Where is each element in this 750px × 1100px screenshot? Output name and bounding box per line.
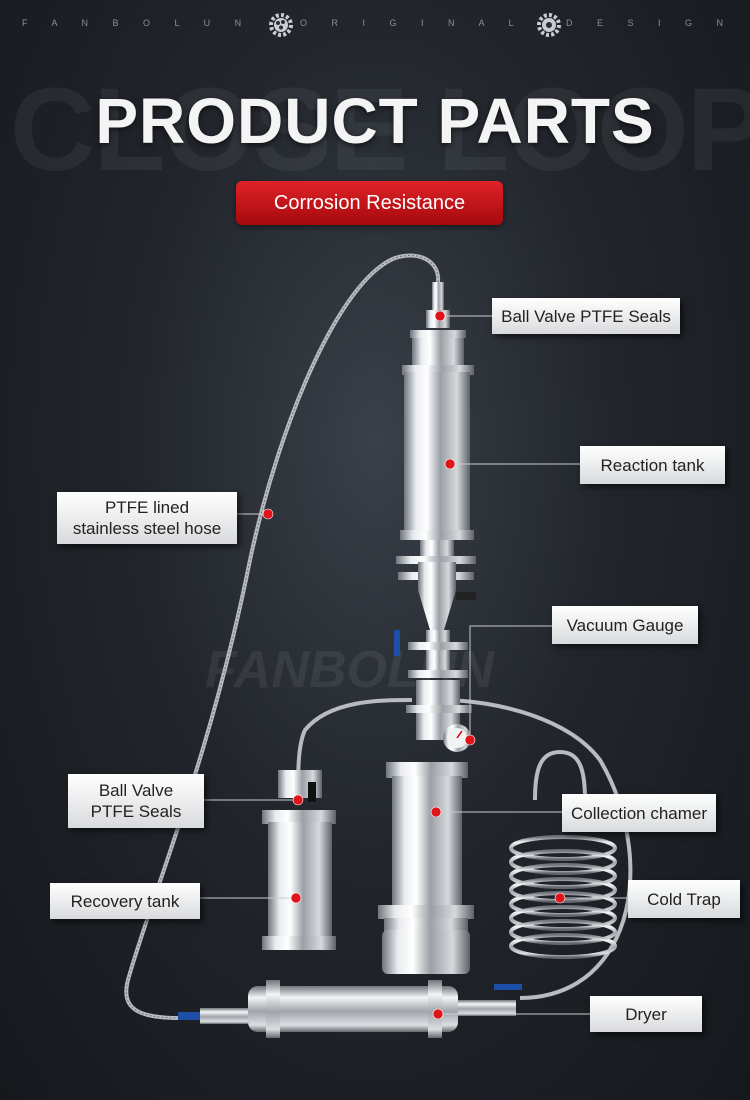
- background-ghost-text: CLOSE LOOP: [10, 64, 750, 196]
- marker-ball-valve-top: [434, 310, 446, 322]
- brand-bar: F A N B O L U N O R I G I N A L D E S I …: [0, 13, 750, 37]
- callout-ptfe-hose: PTFE lined stainless steel hose: [57, 492, 237, 544]
- dryer: [178, 980, 522, 1038]
- callout-ball-valve-left-line1: Ball Valve: [98, 781, 174, 800]
- gear-icon: [269, 13, 293, 37]
- callout-reaction-tank: Reaction tank: [580, 446, 725, 484]
- brand-right-text: D E S I G N: [566, 18, 735, 28]
- top-ball-valve: [410, 282, 466, 338]
- reaction-tank: [394, 338, 476, 740]
- vacuum-gauge: [443, 724, 471, 752]
- marker-collection: [430, 806, 442, 818]
- collection-chamber: [378, 762, 474, 974]
- callout-ball-valve-left: Ball Valve PTFE Seals: [68, 774, 204, 828]
- marker-vacuum-gauge: [464, 734, 476, 746]
- leader-lines: [200, 315, 628, 1015]
- callout-cold-trap: Cold Trap: [628, 880, 740, 918]
- marker-reaction-tank: [444, 458, 456, 470]
- marker-recovery-tank: [290, 892, 302, 904]
- callout-recovery-tank: Recovery tank: [50, 883, 200, 919]
- gear-icon: [537, 13, 561, 37]
- recovery-tank: [262, 770, 336, 950]
- callout-ptfe-hose-line2: stainless steel hose: [72, 519, 222, 538]
- marker-dryer: [432, 1008, 444, 1020]
- callout-ball-valve-left-line2: PTFE Seals: [90, 802, 182, 821]
- callout-dryer: Dryer: [590, 996, 702, 1032]
- cold-trap-coil: [509, 835, 617, 959]
- callout-collection-chamber: Collection chamer: [562, 794, 716, 832]
- brand-mid-text: O R I G I N A L: [300, 18, 525, 28]
- marker-ptfe-hose: [262, 508, 274, 520]
- callout-vacuum-gauge: Vacuum Gauge: [552, 606, 698, 644]
- callout-markers: [262, 310, 566, 1020]
- callout-ptfe-hose-line1: PTFE lined: [104, 498, 190, 517]
- brand-left-text: F A N B O L U N: [22, 18, 253, 28]
- feature-badge-label: Corrosion Resistance: [273, 192, 466, 214]
- feature-badge: Corrosion Resistance: [236, 181, 503, 225]
- page-title: PRODUCT PARTS: [95, 85, 655, 157]
- marker-ball-valve-left: [292, 794, 304, 806]
- callout-ball-valve-top: Ball Valve PTFE Seals: [492, 298, 680, 334]
- marker-cold-trap: [554, 892, 566, 904]
